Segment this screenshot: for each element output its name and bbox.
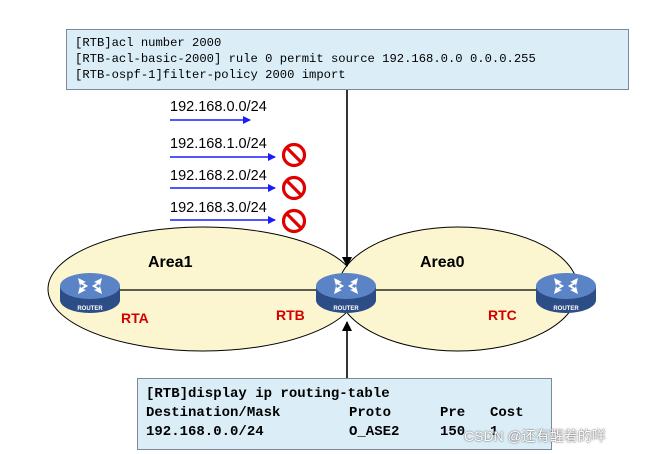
table-row: 192.168.0.0/24 O_ASE2 150 1 <box>146 423 543 442</box>
config-line: [RTB-acl-basic-2000] rule 0 permit sourc… <box>75 52 536 66</box>
watermark: CSDN @还有醒着的咩 <box>464 428 606 444</box>
route-label-3: 192.168.2.0/24 <box>170 168 267 184</box>
router-icon <box>60 273 120 313</box>
prohibited-icon <box>281 142 307 168</box>
header-destination: Destination/Mask <box>146 405 281 421</box>
router-label-rtb: RTB <box>276 307 305 323</box>
route-label-4: 192.168.3.0/24 <box>170 200 267 216</box>
router-label-rta: RTA <box>121 310 149 326</box>
routing-table-command: [RTB]display ip routing-table <box>146 386 390 402</box>
header-proto: Proto <box>349 405 392 421</box>
cell-cost: 1 <box>490 424 499 440</box>
route-label-2: 192.168.1.0/24 <box>170 136 267 152</box>
routing-table-box: [RTB]display ip routing-table Destinatio… <box>137 378 552 450</box>
area0-label: Area0 <box>420 254 465 271</box>
config-line: [RTB]acl number 2000 <box>75 36 222 50</box>
router-icon <box>536 273 596 313</box>
route-label-1: 192.168.0.0/24 <box>170 99 267 115</box>
router-icon <box>316 273 376 313</box>
prohibited-icon <box>281 208 307 234</box>
cell-proto: O_ASE2 <box>349 424 400 440</box>
cell-destination: 192.168.0.0/24 <box>146 424 264 440</box>
router-label-rtc: RTC <box>488 307 517 323</box>
acl-config-box: [RTB]acl number 2000 [RTB-acl-basic-2000… <box>66 29 629 90</box>
area1-label: Area1 <box>148 254 193 271</box>
cell-pre: 150 <box>440 424 466 440</box>
config-line: [RTB-ospf-1]filter-policy 2000 import <box>75 68 346 82</box>
header-cost: Cost <box>490 405 524 421</box>
header-pre: Pre <box>440 405 466 421</box>
prohibited-icon <box>281 175 307 201</box>
routing-table-header: Destination/Mask Proto Pre Cost <box>146 404 543 423</box>
